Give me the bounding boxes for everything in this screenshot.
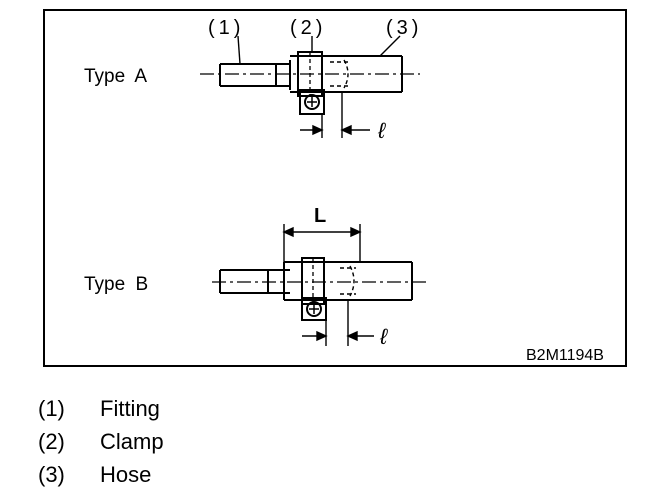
type-b-assembly (212, 224, 430, 346)
type-a-dimension-l (300, 92, 370, 138)
type-a-hose (290, 55, 403, 93)
legend-number: (1) (38, 396, 65, 421)
type-a-fitting (219, 60, 291, 90)
dim-small-l-a: ℓ (377, 118, 386, 143)
dim-length-label: L (314, 205, 326, 227)
diagram-border (43, 9, 627, 367)
dim-small-l-b: ℓ (379, 324, 388, 349)
legend-label: Clamp (100, 429, 164, 454)
figure-code: B2M1194B (526, 347, 604, 364)
legend-number: (3) (38, 462, 65, 487)
type-a-clamp (297, 51, 325, 115)
callout-fitting: (1) (208, 17, 244, 39)
hose-clamp-diagram: (1) (2) (3) Type A Type B ℓ L ℓ B2M1194B (43, 9, 627, 367)
legend: (1) Fitting (2) Clamp (3) Hose (38, 392, 164, 491)
type-a-label: Type A (84, 66, 147, 87)
type-b-hose (283, 261, 413, 301)
callout-clamp: (2) (290, 17, 326, 39)
type-b-label: Type B (84, 274, 148, 295)
legend-item-fitting: (1) Fitting (38, 392, 164, 425)
legend-label: Fitting (100, 396, 160, 421)
legend-label: Hose (100, 462, 152, 487)
type-b-dimension-length (282, 224, 362, 262)
type-a-assembly (200, 35, 420, 138)
callout-hose: (3) (386, 17, 422, 39)
legend-number: (2) (38, 429, 65, 454)
legend-item-hose: (3) Hose (38, 458, 164, 491)
type-b-dimension-l (302, 300, 374, 346)
type-b-clamp (301, 257, 327, 321)
legend-item-clamp: (2) Clamp (38, 425, 164, 458)
type-b-fitting (219, 269, 290, 294)
